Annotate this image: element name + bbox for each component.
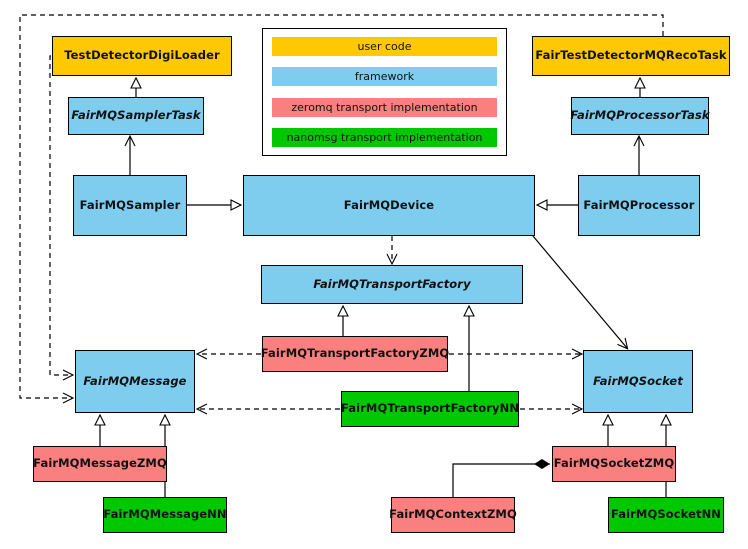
- class-node-label: FairTestDetectorMQRecoTask: [535, 48, 727, 63]
- class-node-fairmqprocessortask[interactable]: FairMQProcessorTask: [570, 97, 710, 135]
- class-node-label: FairMQMessageNN: [103, 507, 227, 522]
- class-node-label: FairMQSocket: [593, 373, 683, 388]
- legend-label-nanomsg: nanomsg transport implementation: [286, 130, 483, 144]
- edge-digiloader-to-message: [49, 55, 75, 381]
- legend-item-zeromq: zeromq transport implementation: [272, 97, 497, 117]
- legend-label-framework: framework: [354, 70, 415, 84]
- class-node-label: FairMQTransportFactoryNN: [340, 401, 520, 416]
- legend-item-user-code: user code: [272, 37, 497, 56]
- class-node-fairmqtransportfactorynn[interactable]: FairMQTransportFactoryNN: [341, 391, 519, 427]
- edge-recotask-to-message: [19, 14, 664, 404]
- class-node-fairmqsamplertask[interactable]: FairMQSamplerTask: [68, 97, 204, 135]
- legend-item-nanomsg: nanomsg transport implementation: [272, 127, 497, 147]
- class-node-fairmqsocket[interactable]: FairMQSocket: [583, 350, 693, 413]
- class-node-label: FairMQSocketZMQ: [553, 456, 675, 471]
- class-node-label: FairMQMessageZMQ: [33, 456, 167, 471]
- class-node-fairmqtransportfactory[interactable]: FairMQTransportFactory: [261, 265, 523, 304]
- class-node-label: FairMQProcessorTask: [570, 108, 710, 123]
- class-node-label: FairMQTransportFactoryZMQ: [260, 346, 450, 361]
- class-node-fairmqmessagenn[interactable]: FairMQMessageNN: [103, 497, 227, 533]
- class-node-label: FairMQSocketNN: [610, 507, 722, 522]
- class-node-fairmqcontextzmq[interactable]: FairMQContextZMQ: [389, 497, 517, 533]
- class-node-label: FairMQProcessor: [583, 197, 695, 212]
- class-node-label: FairMQSampler: [79, 197, 181, 212]
- legend-panel: user code framework zeromq transport imp…: [262, 28, 507, 156]
- class-node-fairmqsocketzmq[interactable]: FairMQSocketZMQ: [552, 446, 676, 482]
- class-node-fairmqsocketnn[interactable]: FairMQSocketNN: [608, 497, 724, 533]
- class-node-label: FairMQContextZMQ: [389, 507, 517, 522]
- class-node-fairmqmessagezmq[interactable]: FairMQMessageZMQ: [33, 446, 167, 482]
- legend-label-user-code: user code: [357, 40, 412, 53]
- class-node-fairmqprocessor[interactable]: FairMQProcessor: [578, 175, 700, 236]
- legend-label-zeromq: zeromq transport implementation: [291, 100, 478, 114]
- class-node-fairmqsampler[interactable]: FairMQSampler: [73, 175, 187, 236]
- class-node-testdetectordigiloader[interactable]: TestDetectorDigiLoader: [52, 36, 232, 76]
- edge-device-to-socket: [532, 235, 629, 350]
- class-node-label: FairMQSamplerTask: [71, 108, 201, 123]
- class-node-fairmqmessage[interactable]: FairMQMessage: [75, 350, 195, 413]
- class-node-fairtestdetectormqrecotask[interactable]: FairTestDetectorMQRecoTask: [532, 36, 730, 76]
- class-node-label: TestDetectorDigiLoader: [64, 48, 220, 63]
- class-node-fairmqtransportfactoryzmq[interactable]: FairMQTransportFactoryZMQ: [260, 336, 450, 372]
- class-node-fairmqdevice[interactable]: FairMQDevice: [243, 175, 535, 236]
- legend-item-framework: framework: [272, 67, 497, 87]
- class-node-label: FairMQDevice: [343, 197, 435, 212]
- class-node-label: FairMQTransportFactory: [313, 276, 471, 291]
- edge-contextzmq-to-socketzmq: [452, 459, 550, 497]
- class-node-label: FairMQMessage: [83, 373, 187, 388]
